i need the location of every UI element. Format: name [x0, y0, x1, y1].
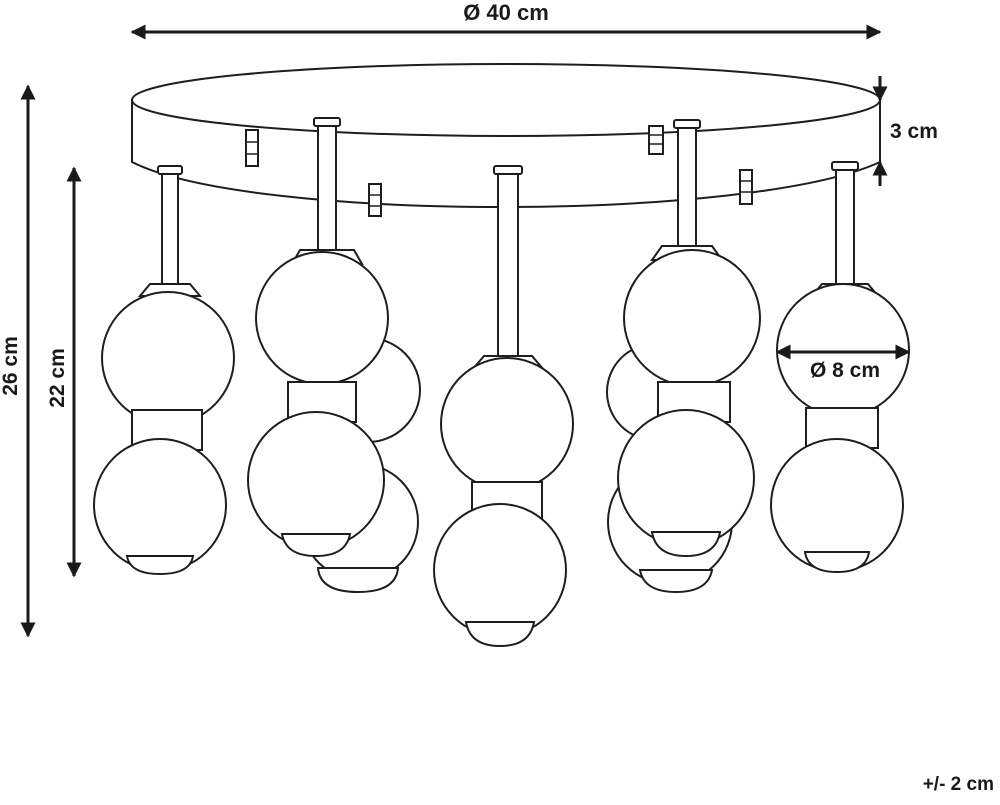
total-height-label: 26 cm	[0, 336, 22, 396]
pendant-4	[617, 119, 761, 558]
diameter-label: Ø 40 cm	[463, 0, 549, 25]
pendant-2	[247, 117, 389, 558]
pendant-3	[433, 165, 574, 648]
dimension-base-height: 3 cm	[872, 76, 938, 186]
dimension-globe-diameter: Ø 8 cm	[775, 344, 911, 382]
base-height-label: 3 cm	[890, 120, 938, 143]
globe-diameter-label: Ø 8 cm	[810, 359, 880, 382]
canopy-screws	[245, 125, 753, 217]
screw	[739, 169, 753, 205]
screw	[368, 183, 382, 217]
dimension-total-height: 26 cm	[0, 84, 36, 638]
tolerance-note: +/- 2 cm	[922, 774, 994, 795]
screw	[648, 125, 664, 155]
dimension-diameter: Ø 40 cm	[130, 0, 882, 40]
dimension-drop-height: 22 cm	[46, 166, 82, 578]
pendant-1	[93, 165, 235, 576]
drop-height-label: 22 cm	[46, 348, 69, 408]
screw	[245, 129, 259, 167]
